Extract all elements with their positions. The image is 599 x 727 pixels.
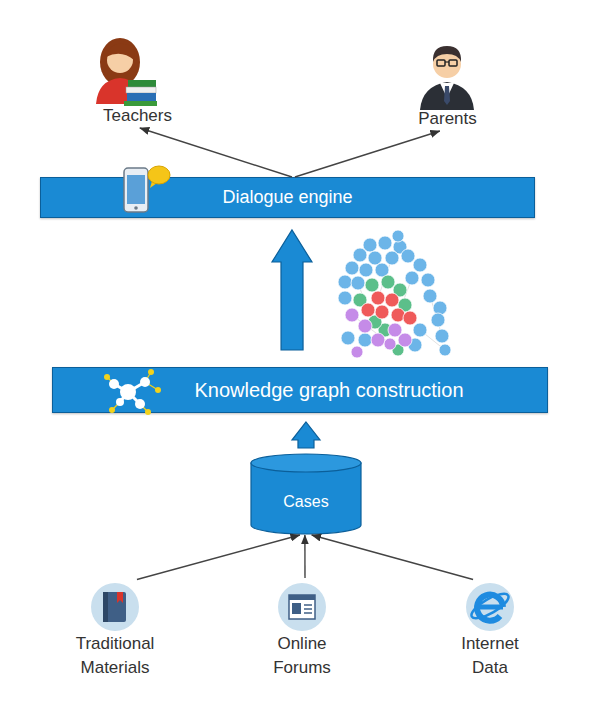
teacher-icon xyxy=(96,38,157,106)
node-label: Traditional Materials xyxy=(69,632,161,680)
connector-arrow xyxy=(304,535,306,578)
parent-icon xyxy=(420,46,474,110)
process-band: Knowledge graph construction xyxy=(52,367,548,413)
node-label: Internet Data xyxy=(444,632,536,680)
phone-icon xyxy=(124,166,170,212)
cylinder-body xyxy=(251,463,361,534)
node-label: Knowledge graph construction xyxy=(194,379,463,402)
connector-arrow xyxy=(295,131,440,177)
connector-arrow xyxy=(140,128,292,177)
connector-arrow xyxy=(137,535,300,579)
cylinder-top xyxy=(251,454,361,472)
node-label: Dialogue engine xyxy=(222,187,352,208)
audience-node: Teachers xyxy=(80,35,195,128)
molecule-icon xyxy=(104,369,161,415)
source-node: Online Forums xyxy=(252,580,352,680)
flow-arrow xyxy=(292,422,320,448)
node-label: Parents xyxy=(402,107,494,131)
connector-arrow xyxy=(312,535,473,579)
knowledge-graph-network xyxy=(338,230,451,358)
flow-arrow xyxy=(272,230,312,350)
node-label: Online Forums xyxy=(256,632,348,680)
node-label: Cases xyxy=(283,493,328,511)
source-node: Traditional Materials xyxy=(55,580,175,680)
forum-icon xyxy=(278,583,326,631)
node-label: Teachers xyxy=(92,104,184,128)
book-icon xyxy=(91,583,139,631)
audience-node: Parents xyxy=(400,38,495,131)
process-band: Dialogue engine xyxy=(40,177,535,218)
database-cylinder: Cases xyxy=(250,453,362,535)
source-node: Internet Data xyxy=(440,580,540,680)
browser-icon xyxy=(466,583,514,631)
